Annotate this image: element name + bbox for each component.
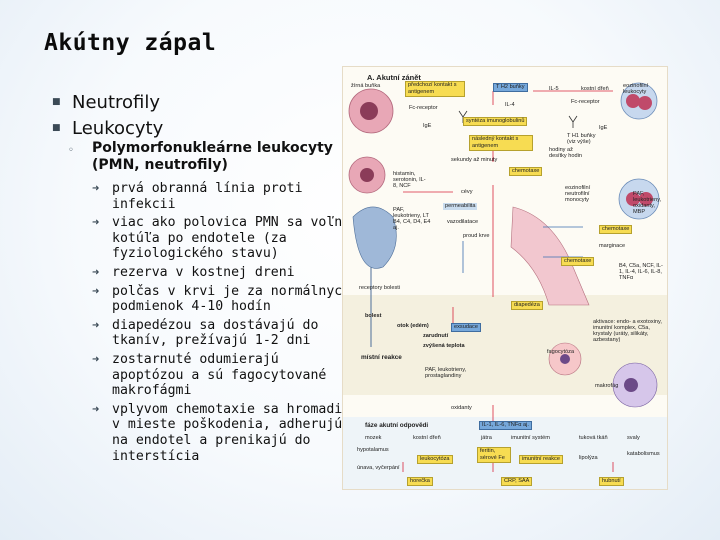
figure-label: exsudace xyxy=(451,323,481,332)
figure-title: A. Akutní zánět xyxy=(367,73,421,82)
figure-label: mozek xyxy=(365,435,382,441)
list-item: ➜ diapedézou sa dostávajú do tkanív, prež… xyxy=(92,318,354,349)
arrow-bullet-icon: ➜ xyxy=(92,215,100,230)
figure-label: histamin, serotonin, IL-8, NCF xyxy=(393,171,426,189)
figure-label: PAF, leukotrieny, oxidanty, MBP xyxy=(633,191,662,215)
figure-label: hubnutí xyxy=(599,477,624,486)
figure-label: IgE xyxy=(599,125,608,131)
figure-label: katabolismus xyxy=(627,451,660,457)
arrow-bullet-icon: ➜ xyxy=(92,401,100,416)
figure-label: T H1 buňky (viz výše) xyxy=(567,133,596,145)
sub-heading-text: Polymorfonukleárne leukocyty (PMN, neutr… xyxy=(92,140,333,173)
figure-label: Fc-receptor xyxy=(571,99,600,105)
list-item-text: polčas v krvi je za normálnych podmienok… xyxy=(112,283,351,315)
figure-label: hodiny až desítky hodin xyxy=(549,147,582,159)
list-item-text: viac ako polovica PMN sa voľne kotúľa po… xyxy=(112,215,351,262)
square-bullet-icon: ■ xyxy=(52,97,61,107)
figure-label: leukocytóza xyxy=(417,455,453,464)
figure-label: eozinofilní neutrofilní monocyty xyxy=(565,185,591,203)
figure-label: žírná buňka xyxy=(351,83,381,89)
bullet-label: Leukocyty xyxy=(72,117,164,139)
figure-label: lipolýza xyxy=(579,455,598,461)
figure-label: IL-4 xyxy=(505,102,515,108)
figure-label: fáze akutní odpovědi xyxy=(365,422,429,429)
figure-label: místní reakce xyxy=(361,354,402,361)
arrow-bullet-icon: ➜ xyxy=(92,264,100,279)
arrow-bullet-icon: ➜ xyxy=(92,283,100,298)
list-item-text: prvá obranná línia proti infekcii xyxy=(112,181,303,212)
figure-label: PAF, leukotrieny, LT B4, C4, D4, E4 aj. xyxy=(393,207,431,231)
figure-label: feritin, sérové Fe xyxy=(477,447,511,463)
figure-label: horečka xyxy=(407,477,433,486)
figure-label: imunitní reakce xyxy=(519,455,563,464)
figure-label: tuková tkáň xyxy=(579,435,608,441)
arrow-bullet-icon: ➜ xyxy=(92,181,100,195)
figure-label: chemotaxe xyxy=(561,257,595,266)
figure-label: IL-5 xyxy=(549,86,559,92)
figure-label: IgE xyxy=(423,123,432,129)
figure-label: marginace xyxy=(599,243,626,249)
figure-label: předchozí kontakt s antigenem xyxy=(405,81,465,97)
figure-label: zarudnutí xyxy=(423,333,449,339)
list-item: ➜ vplyvom chemotaxie sa hromadia v mieste… xyxy=(92,402,354,464)
figure-label: fagocytóza xyxy=(547,349,575,355)
figure-label: Fc-receptor xyxy=(409,105,438,111)
figure-label: bolest xyxy=(365,313,382,319)
figure-label: následný kontakt s antigenem xyxy=(469,135,533,151)
figure-label: otok (edém) xyxy=(397,323,429,329)
figure-label: chemotaxe xyxy=(509,167,543,176)
figure-label: syntéza imunoglobulinů xyxy=(463,117,528,126)
figure-label: kostní dřeň xyxy=(581,86,609,92)
figure-label: chemotaxe xyxy=(599,225,633,234)
list-item: ➜ prvá obranná línia proti infekcii xyxy=(92,181,354,212)
figure-label: proud krve xyxy=(463,233,490,239)
figure-label: permeabilita xyxy=(443,203,478,210)
arrow-bullet-icon: ➜ xyxy=(92,351,100,366)
figure-label: IL-1, IL-6, TNFα aj. xyxy=(479,421,532,430)
figure-label: játra xyxy=(481,435,492,441)
figure-label: cévy xyxy=(461,189,473,195)
figure-label: oxidanty xyxy=(451,405,472,411)
inflammation-figure: A. Akutní zánět žírná buňka předchozí ko… xyxy=(342,66,668,490)
figure-label: receptory bolesti xyxy=(359,285,401,291)
figure-label: aktivace: endo- a exotoxiny, imunitní ko… xyxy=(593,319,662,343)
square-bullet-icon: ■ xyxy=(52,123,61,133)
figure-label: kostní dřeň xyxy=(413,435,441,441)
list-item: ➜ rezerva v kostnej dreni xyxy=(92,265,354,281)
list-item: ➜ viac ako polovica PMN sa voľne kotúľa p… xyxy=(92,215,354,262)
figure-label: únava, vyčerpání xyxy=(357,465,400,471)
figure-label: eozinofilní leukocyty xyxy=(623,83,649,95)
bullet-list: ■ Neutrofily ■ Leukocyty xyxy=(52,90,163,142)
figure-label: diapedéza xyxy=(511,301,543,310)
ring-bullet-icon: ◦ xyxy=(68,145,74,156)
figure-label: svaly xyxy=(627,435,640,441)
figure-label: T H2 buňky xyxy=(493,83,528,92)
figure-label: imunitní systém xyxy=(511,435,550,441)
figure-label: CRP, SAA xyxy=(501,477,533,486)
figure-label: zvýšená teplota xyxy=(423,343,465,349)
bullet-leukocyty: ■ Leukocyty xyxy=(52,116,163,140)
list-item-text: diapedézou sa dostávajú do tkanív, preží… xyxy=(112,317,319,349)
figure-label: B4, C5a, NCF, IL-1, IL-4, IL-6, IL-8, TN… xyxy=(619,263,663,281)
figure-label: sekundy až minuty xyxy=(451,157,498,163)
figure-label: PAF, leukotrieny, prostaglandiny xyxy=(425,367,467,379)
figure-label: makrofág xyxy=(595,383,619,389)
figure-label: hypotalamus xyxy=(357,447,389,453)
list-item-text: vplyvom chemotaxie sa hromadia v mieste … xyxy=(112,401,351,464)
sub-heading: ◦ Polymorfonukleárne leukocyty (PMN, neu… xyxy=(68,140,350,174)
figure-label: vazodilatace xyxy=(447,219,479,225)
item-list: ➜ prvá obranná línia proti infekcii ➜ viac… xyxy=(92,181,354,467)
list-item-text: zostarnuté odumierajú apoptózou a sú fag… xyxy=(112,351,327,399)
arrow-bullet-icon: ➜ xyxy=(92,317,100,332)
bullet-label: Neutrofily xyxy=(72,91,161,113)
bullet-neutrofily: ■ Neutrofily xyxy=(52,90,163,114)
slide-title: Akútny zápal xyxy=(44,30,217,56)
list-item: ➜ zostarnuté odumierajú apoptózou a sú fa… xyxy=(92,352,354,399)
list-item: ➜ polčas v krvi je za normálnych podmieno… xyxy=(92,284,354,315)
list-item-text: rezerva v kostnej dreni xyxy=(112,264,295,280)
